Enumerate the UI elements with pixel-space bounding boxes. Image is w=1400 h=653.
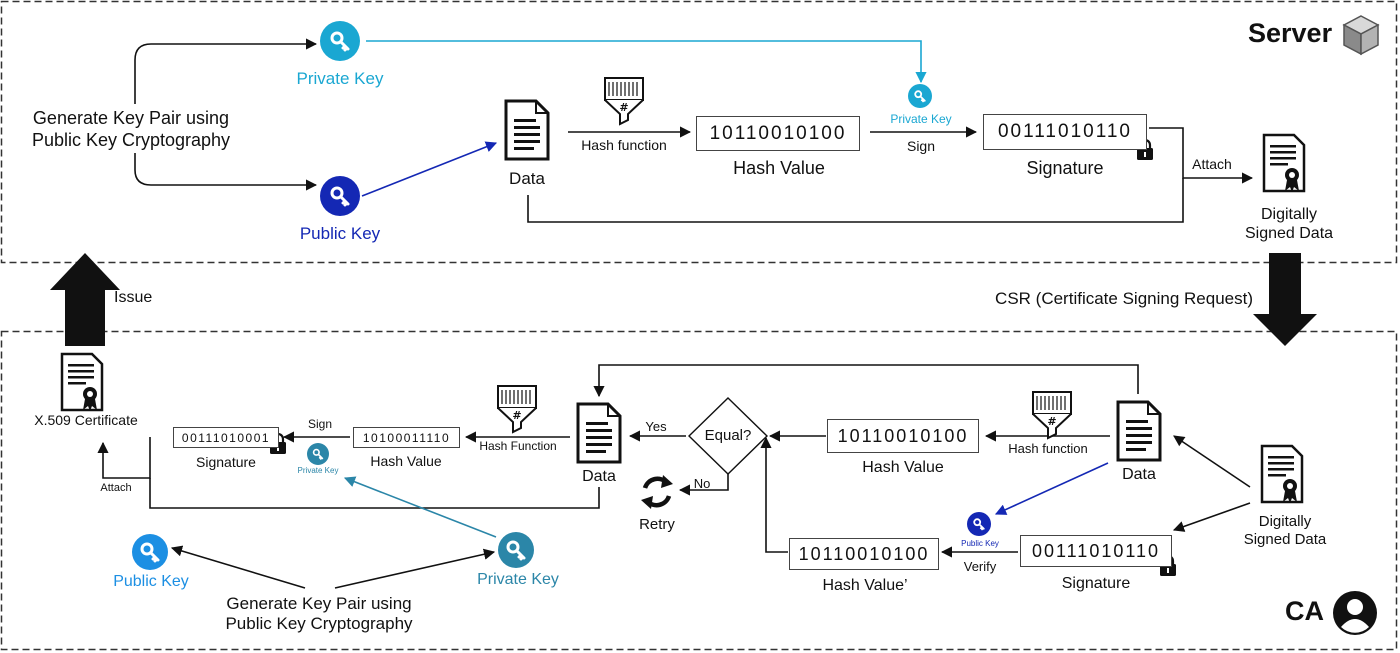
line-data-to-attach xyxy=(527,178,1184,223)
ca-verify-label: Verify xyxy=(963,559,997,574)
ca-gen-label: Generate Key Pair using Public Key Crypt… xyxy=(225,594,413,634)
arrow-gen-to-public xyxy=(134,153,318,191)
certificate-icon xyxy=(1262,133,1306,194)
server-sign-label: Sign xyxy=(906,138,936,154)
server-gen-label: Generate Key Pair using Public Key Crypt… xyxy=(31,108,231,150)
server-attach-label: Attach xyxy=(1192,156,1232,172)
server-frame xyxy=(0,0,1398,264)
user-icon xyxy=(1333,591,1377,635)
ca-certificate-label: X.509 Certificate xyxy=(34,412,138,428)
arrow-data-to-verify-key xyxy=(994,462,1109,515)
server-sign-key-label: Private Key xyxy=(890,112,952,126)
ca-hash-prime-label: Hash Value’ xyxy=(822,577,908,594)
server-signature-box: 00111010110 xyxy=(983,114,1147,150)
arrow-signed-to-data xyxy=(1173,435,1251,488)
server-private-key-label: Private Key xyxy=(296,69,384,88)
key-icon xyxy=(498,532,534,568)
hash-funnel-icon xyxy=(604,77,644,125)
issue-arrow xyxy=(50,253,120,346)
document-icon xyxy=(1116,400,1162,462)
arrow-attach xyxy=(1149,127,1254,184)
ca-verify-key-label: Public Key xyxy=(961,539,999,548)
arrow-no xyxy=(678,474,729,496)
server-hash-value-label: Hash Value xyxy=(733,158,825,178)
ca-recv-data-label: Data xyxy=(1122,466,1156,483)
ca-recv-hash-function-label: Hash function xyxy=(1008,441,1088,456)
ca-hash-function-label: Hash Function xyxy=(479,439,557,453)
server-public-key-label: Public Key xyxy=(299,224,381,243)
certificate-icon xyxy=(1260,444,1304,505)
server-signed-data-label: Digitally Signed Data xyxy=(1244,206,1334,243)
ca-recv-hash-value-label: Hash Value xyxy=(862,459,944,476)
ca-title: CA xyxy=(1285,596,1324,626)
arrow-private-key-to-sign-ca xyxy=(343,476,497,538)
ca-recv-signature-label: Signature xyxy=(1061,575,1131,592)
csr-label: CSR (Certificate Signing Request) xyxy=(995,289,1253,308)
key-icon xyxy=(132,534,168,570)
server-data-label: Data xyxy=(509,169,545,188)
ca-hash-box: 10100011110 xyxy=(353,427,460,448)
arrow-hash-prime-to-equal xyxy=(760,436,788,553)
issue-label: Issue xyxy=(114,289,153,306)
line-data-to-attach-ca xyxy=(149,478,600,509)
ca-signature-label: Signature xyxy=(196,454,256,470)
arrow-private-key-to-sign xyxy=(366,40,927,84)
key-icon xyxy=(307,443,329,465)
ca-equal-label: Equal? xyxy=(704,427,752,444)
ca-yes-label: Yes xyxy=(645,419,667,434)
ca-signature-box: 00111010001 xyxy=(173,427,279,448)
arrow-gen-to-private xyxy=(134,38,318,104)
key-icon xyxy=(908,84,932,108)
server-title: Server xyxy=(1248,18,1333,48)
ca-private-key-label: Private Key xyxy=(477,571,559,588)
ca-recv-signature-box: 00111010110 xyxy=(1020,535,1172,567)
hash-funnel-icon xyxy=(497,385,537,433)
ca-frame xyxy=(0,330,1398,651)
ca-sign-key-label: Private Key xyxy=(297,466,339,475)
cube-icon xyxy=(1342,15,1380,56)
arrow-attach-ca xyxy=(97,437,151,479)
arrow-gen-to-private-ca xyxy=(334,548,496,589)
ca-hash-prime-box: 10110010100 xyxy=(789,538,939,570)
ca-data-label: Data xyxy=(582,468,616,485)
arrow-gen-to-public-ca xyxy=(170,545,306,589)
ca-recv-signed-data-label: Digitally Signed Data xyxy=(1243,513,1327,548)
ca-sign-label: Sign xyxy=(307,417,333,431)
ca-attach-label: Attach xyxy=(100,482,132,494)
retry-icon xyxy=(641,475,673,509)
ca-recv-hash-box: 10110010100 xyxy=(827,419,979,453)
document-icon xyxy=(504,99,550,161)
arrow-signed-to-signature xyxy=(1172,502,1251,532)
arrow-public-key-to-data xyxy=(361,141,498,197)
server-signature-label: Signature xyxy=(1026,158,1104,178)
ca-hash-value-label: Hash Value xyxy=(370,453,442,469)
document-icon xyxy=(576,402,622,464)
arrow-recv-data-to-data xyxy=(593,364,1139,398)
server-hash-function-label: Hash function xyxy=(581,137,667,153)
ca-public-key-label: Public Key xyxy=(113,573,189,590)
key-icon xyxy=(967,512,991,536)
key-icon xyxy=(320,176,360,216)
csr-arrow xyxy=(1253,253,1317,346)
key-icon xyxy=(320,21,360,61)
ca-retry-label: Retry xyxy=(639,516,675,533)
ca-no-label: No xyxy=(693,476,711,491)
certificate-icon xyxy=(60,352,104,413)
decision-diamond xyxy=(687,397,769,475)
hash-funnel-icon xyxy=(1032,391,1072,439)
server-hash-box: 10110010100 xyxy=(696,116,860,151)
